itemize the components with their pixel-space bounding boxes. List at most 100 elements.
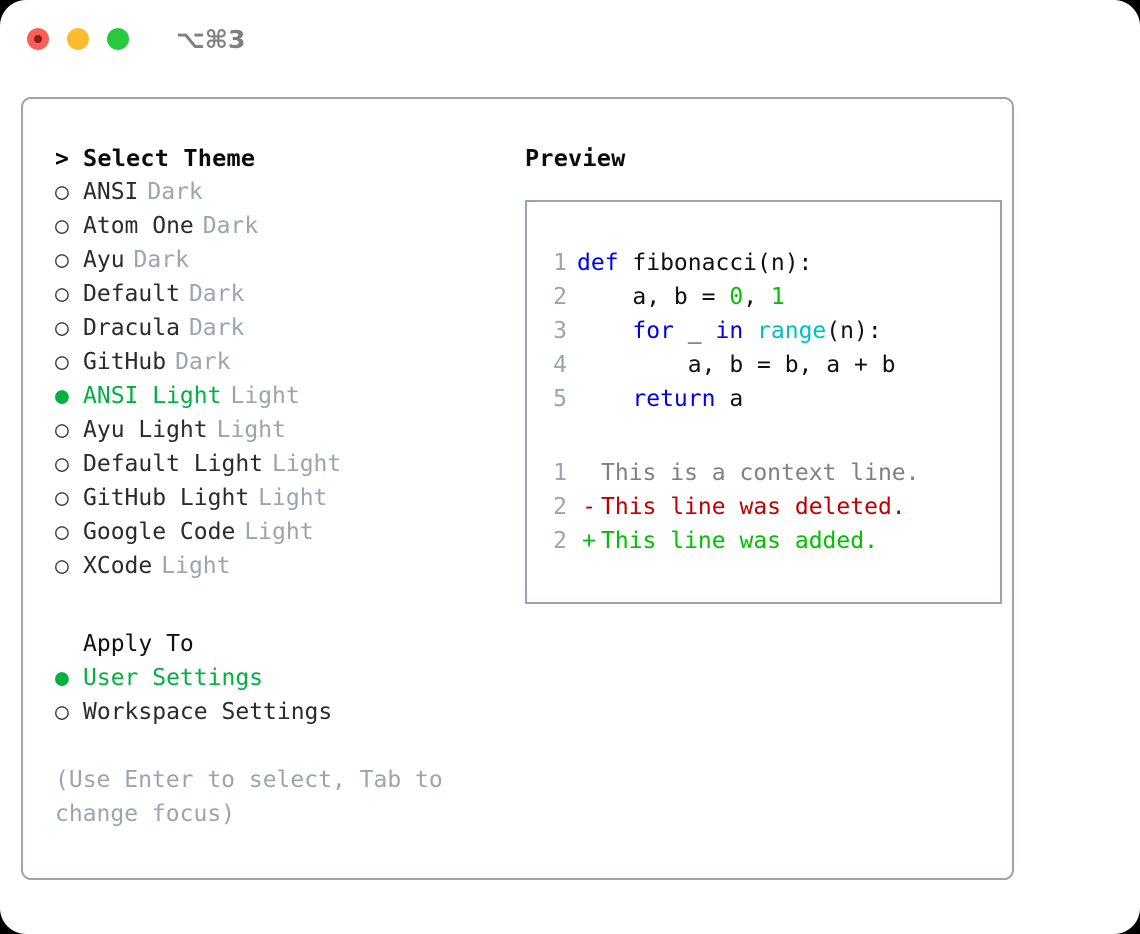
theme-list-item-github-light[interactable]: ○ GitHub Light Light bbox=[55, 481, 502, 515]
code-token: def bbox=[577, 250, 619, 276]
radio-icon[interactable]: ○ bbox=[55, 349, 69, 375]
theme-variant-tag: Dark bbox=[147, 179, 203, 205]
theme-list-item-atom-one[interactable]: ○ Atom One Dark bbox=[55, 209, 502, 243]
preview-title: Preview bbox=[525, 144, 626, 172]
code-token: a, b = bbox=[577, 284, 730, 310]
diff-spacer bbox=[545, 416, 1000, 456]
main-panel: > Select Theme ○ ANSI Dark ○ Atom One Da… bbox=[21, 97, 1014, 880]
theme-name: GitHub Light bbox=[83, 485, 250, 511]
select-theme-heading: > Select Theme bbox=[55, 141, 502, 175]
code-token: return bbox=[632, 386, 716, 412]
code-token: 1 bbox=[770, 284, 785, 310]
theme-list-item-dracula[interactable]: ○ Dracula Dark bbox=[55, 311, 502, 345]
theme-name: ANSI Light bbox=[83, 383, 222, 409]
section-spacer bbox=[55, 583, 502, 627]
chevron-right-icon: > bbox=[55, 146, 69, 172]
shortcut-label: ⌥⌘3 bbox=[176, 24, 246, 54]
radio-selected-icon[interactable]: ● bbox=[55, 665, 69, 691]
line-number: 2 bbox=[553, 284, 567, 310]
theme-variant-tag: Light bbox=[272, 451, 342, 477]
apply-to-option-label: Workspace Settings bbox=[83, 699, 333, 725]
close-button[interactable] bbox=[27, 28, 49, 50]
theme-list-item-ansi-light[interactable]: ● ANSI Light Light bbox=[55, 379, 502, 413]
window-controls bbox=[27, 28, 129, 50]
code-token: , bbox=[743, 284, 771, 310]
code-token: 0 bbox=[729, 284, 744, 310]
theme-variant-tag: Light bbox=[216, 417, 286, 443]
theme-name: GitHub bbox=[83, 349, 167, 375]
theme-variant-tag: Dark bbox=[188, 281, 245, 307]
theme-list-item-default[interactable]: ○ Default Dark bbox=[55, 277, 502, 311]
radio-icon[interactable]: ○ bbox=[55, 213, 69, 239]
theme-name: Google Code bbox=[83, 519, 236, 545]
theme-variant-tag: Light bbox=[161, 553, 231, 579]
code-line: 5 return a bbox=[545, 382, 1000, 416]
radio-icon[interactable]: ○ bbox=[55, 315, 69, 341]
apply-to-option-workspace-settings[interactable]: ○ Workspace Settings bbox=[55, 695, 502, 729]
theme-variant-tag: Light bbox=[244, 519, 314, 545]
line-number: 1 bbox=[553, 250, 567, 276]
title-bar: ⌥⌘3 bbox=[0, 0, 1140, 78]
apply-to-label: Apply To bbox=[83, 631, 194, 657]
theme-list-item-ayu[interactable]: ○ Ayu Dark bbox=[55, 243, 502, 277]
code-line: 1 def fibonacci(n): bbox=[545, 246, 1000, 280]
radio-selected-icon[interactable]: ● bbox=[55, 383, 69, 409]
theme-name: Default bbox=[83, 281, 180, 307]
theme-variant-tag: Light bbox=[258, 485, 328, 511]
theme-list-item-github[interactable]: ○ GitHub Dark bbox=[55, 345, 502, 379]
theme-name: Ayu bbox=[83, 247, 125, 273]
theme-variant-tag: Dark bbox=[175, 349, 231, 375]
spacer-glyph bbox=[55, 627, 83, 661]
theme-name: Ayu Light bbox=[83, 417, 208, 443]
theme-list-item-ansi[interactable]: ○ ANSI Dark bbox=[55, 175, 502, 209]
radio-icon[interactable]: ○ bbox=[55, 451, 69, 477]
radio-icon[interactable]: ○ bbox=[55, 553, 69, 579]
preview-box: 1 def fibonacci(n): 2 a, b = 0, 1 3 for … bbox=[525, 200, 1002, 604]
theme-list-item-ayu-light[interactable]: ○ Ayu Light Light bbox=[55, 413, 502, 447]
radio-icon[interactable]: ○ bbox=[55, 417, 69, 443]
radio-icon[interactable]: ○ bbox=[55, 179, 69, 205]
hint-spacer bbox=[55, 729, 502, 763]
preview-column: Preview 1 def fibonacci(n): 2 a, b = 0, … bbox=[502, 141, 1012, 878]
line-number: 2 bbox=[553, 494, 567, 520]
radio-icon[interactable]: ○ bbox=[55, 281, 69, 307]
diff-line-added: 2 + This line was added. bbox=[545, 524, 1000, 558]
code-token: range bbox=[757, 318, 827, 344]
diff-marker: + bbox=[582, 528, 596, 554]
minimize-button[interactable] bbox=[67, 28, 89, 50]
line-number: 1 bbox=[553, 460, 567, 486]
code-token: for bbox=[632, 318, 674, 344]
radio-icon[interactable]: ○ bbox=[55, 247, 69, 273]
line-number: 5 bbox=[553, 386, 567, 412]
apply-to-option-user-settings[interactable]: ● User Settings bbox=[55, 661, 502, 695]
line-number: 3 bbox=[553, 318, 567, 344]
radio-icon[interactable]: ○ bbox=[55, 519, 69, 545]
theme-list-item-google-code[interactable]: ○ Google Code Light bbox=[55, 515, 502, 549]
theme-variant-tag: Dark bbox=[133, 247, 189, 273]
zoom-button[interactable] bbox=[107, 28, 129, 50]
theme-name: Dracula bbox=[83, 315, 180, 341]
theme-variant-tag: Light bbox=[230, 383, 300, 409]
code-token: fibonacci(n): bbox=[618, 250, 813, 276]
code-line: 4 a, b = b, a + b bbox=[545, 348, 1000, 382]
radio-icon[interactable]: ○ bbox=[55, 699, 69, 725]
code-token bbox=[577, 386, 632, 412]
theme-list-item-xcode[interactable]: ○ XCode Light bbox=[55, 549, 502, 583]
diff-text: This line was added. bbox=[601, 528, 878, 554]
theme-list-item-default-light[interactable]: ○ Default Light Light bbox=[55, 447, 502, 481]
diff-line-deleted: 2 - This line was deleted. bbox=[545, 490, 1000, 524]
diff-text: This is a context line. bbox=[601, 460, 920, 486]
radio-icon[interactable]: ○ bbox=[55, 485, 69, 511]
theme-name: Default Light bbox=[83, 451, 264, 477]
theme-variant-tag: Dark bbox=[202, 213, 259, 239]
page-title: Select Theme bbox=[83, 144, 256, 172]
code-token: _ bbox=[673, 318, 716, 344]
apply-to-option-label: User Settings bbox=[83, 665, 264, 691]
apply-to-heading: Apply To bbox=[55, 627, 502, 661]
theme-name: ANSI bbox=[83, 179, 139, 205]
code-line: 2 a, b = 0, 1 bbox=[545, 280, 1000, 314]
code-token bbox=[743, 318, 757, 344]
code-token: a, b = b, a + b bbox=[577, 352, 896, 378]
code-token: in bbox=[715, 318, 744, 344]
